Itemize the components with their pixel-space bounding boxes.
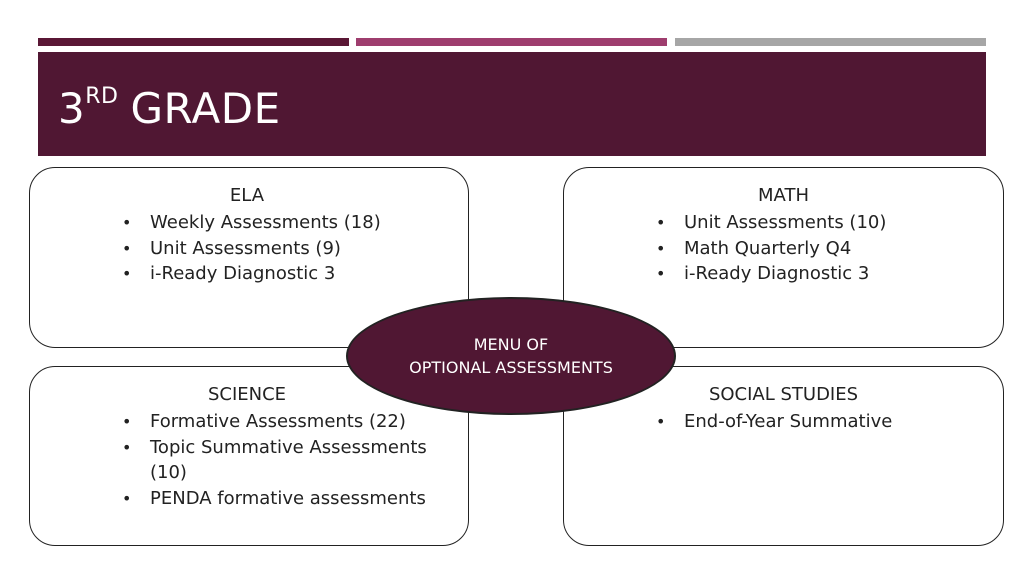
list-item-text: Math Quarterly Q4 bbox=[684, 237, 852, 259]
list-item: • End-of-Year Summative bbox=[654, 409, 963, 435]
ela-card-title: ELA bbox=[229, 185, 265, 206]
bullet-icon: • bbox=[656, 213, 666, 232]
bullet-icon: • bbox=[122, 238, 132, 258]
accent-bar-3 bbox=[675, 38, 986, 46]
social-studies-bullet-list: • End-of-Year Summative bbox=[654, 409, 963, 435]
bullet-icon: • bbox=[656, 264, 666, 283]
title-band: 3RD GRADE bbox=[38, 52, 986, 156]
list-item: • Unit Assessments (9) bbox=[120, 236, 428, 262]
ela-bullet-list: • Weekly Assessments (18) • Unit Assessmen… bbox=[120, 210, 428, 287]
list-item: • Math Quarterly Q4 bbox=[654, 236, 963, 262]
bullet-icon: • bbox=[656, 412, 666, 431]
math-card-title: MATH bbox=[758, 185, 809, 206]
list-item-text: Weekly Assessments (18) bbox=[150, 212, 381, 233]
center-oval-line-1: MENU OF bbox=[473, 335, 549, 354]
list-item-text: i-Ready Diagnostic 3 bbox=[684, 263, 870, 284]
bullet-icon: • bbox=[122, 437, 132, 457]
list-item: • Topic Summative Assessments (10) bbox=[120, 435, 428, 486]
list-item: • Formative Assessments (22) bbox=[120, 409, 428, 435]
center-oval: MENU OF OPTIONAL ASSESSMENTS bbox=[346, 297, 676, 415]
math-bullet-list: • Unit Assessments (10) • Math Quarterly Q… bbox=[654, 210, 963, 287]
center-oval-line-2: OPTIONAL ASSESSMENTS bbox=[409, 358, 613, 377]
science-card-title: SCIENCE bbox=[207, 384, 287, 405]
science-bullet-list: • Formative Assessments (22) • Topic Summa… bbox=[120, 409, 428, 511]
list-item: • i-Ready Diagnostic 3 bbox=[120, 261, 428, 287]
list-item-text: Topic Summative Assessments (10) bbox=[150, 436, 427, 484]
bullet-icon: • bbox=[122, 488, 132, 508]
bullet-icon: • bbox=[122, 412, 132, 431]
social-studies-card: SOCIAL STUDIES • End-of-Year Summative bbox=[563, 366, 1004, 546]
title-number: 3 bbox=[58, 84, 86, 133]
list-item: • Weekly Assessments (18) bbox=[120, 210, 428, 236]
list-item-text: End-of-Year Summative bbox=[684, 411, 893, 432]
accent-bar-2 bbox=[356, 38, 667, 46]
center-oval-label: MENU OF OPTIONAL ASSESSMENTS bbox=[409, 333, 613, 379]
bullet-icon: • bbox=[656, 238, 666, 258]
bullet-icon: • bbox=[122, 264, 132, 283]
slide-title: 3RD GRADE bbox=[58, 86, 281, 130]
list-item-text: Formative Assessments (22) bbox=[150, 411, 406, 432]
accent-bar-1 bbox=[38, 38, 349, 46]
bullet-icon: • bbox=[122, 213, 132, 232]
list-item-text: i-Ready Diagnostic 3 bbox=[150, 263, 336, 284]
list-item-text: Unit Assessments (10) bbox=[684, 212, 887, 233]
list-item: • Unit Assessments (10) bbox=[654, 210, 963, 236]
ela-card: ELA • Weekly Assessments (18) • Unit Asses… bbox=[29, 167, 469, 348]
list-item: • i-Ready Diagnostic 3 bbox=[654, 261, 963, 287]
title-word: GRADE bbox=[130, 84, 281, 133]
social-studies-card-title: SOCIAL STUDIES bbox=[708, 384, 859, 405]
list-item-text: PENDA formative assessments bbox=[150, 487, 426, 509]
list-item-text: Unit Assessments (9) bbox=[150, 237, 341, 259]
title-superscript: RD bbox=[85, 84, 119, 109]
list-item: • PENDA formative assessments bbox=[120, 486, 428, 512]
